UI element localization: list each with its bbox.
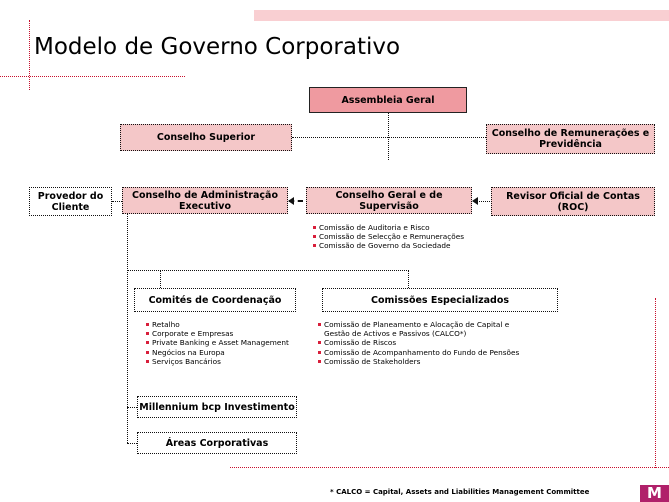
conselho-administracao-label: Conselho de Administração Executivo: [132, 189, 278, 212]
arrow-to-admin: [288, 197, 294, 205]
list-item: Retalho: [146, 320, 289, 329]
title-divider: [0, 76, 185, 77]
areas-corporativas-label: Áreas Corporativas: [165, 437, 269, 449]
millennium-investimento-box: Millennium bcp Investimento: [137, 396, 297, 418]
conselho-remuneracoes-box: Conselho de Remunerações e Previdência: [486, 124, 655, 154]
conselho-remuneracoes-label: Conselho de Remunerações e Previdência: [491, 128, 650, 150]
assembleia-geral-label: Assembleia Geral: [341, 94, 435, 106]
revisor-oficial-label: Revisor Oficial de Contas (ROC): [506, 190, 640, 213]
connector-admin-down: [127, 213, 128, 443]
list-item: Corporate e Empresas: [146, 329, 289, 338]
millennium-investimento-label: Millennium bcp Investimento: [139, 401, 295, 413]
list-item: Comissão de Governo da Sociedade: [313, 241, 464, 250]
list-item: Serviços Bancários: [146, 357, 289, 366]
list-item: Negócios na Europa: [146, 348, 289, 357]
page-title: Modelo de Governo Corporativo: [34, 34, 401, 60]
left-vertical-divider: [29, 20, 30, 90]
assembleia-geral-box: Assembleia Geral: [309, 87, 467, 113]
comissoes-especializados-label: Comissões Especializados: [370, 294, 509, 306]
comissoes-list: Comissão de Planeamento e Alocação de Ca…: [318, 320, 519, 366]
provedor-cliente-label: Provedor do Cliente: [37, 190, 104, 213]
conselho-geral-label: Conselho Geral e de Supervisão: [335, 189, 443, 212]
areas-corporativas-box: Áreas Corporativas: [137, 432, 297, 454]
list-item: Comissão de Acompanhamento do Fundo de P…: [318, 348, 519, 357]
right-vertical-divider: [655, 298, 656, 468]
connector-admin-geral: [289, 200, 303, 202]
comissoes-especializados-box: Comissões Especializados: [322, 288, 558, 312]
header-accent-bar: [254, 10, 669, 21]
list-item: Comissão de Planeamento e Alocação de Ca…: [318, 320, 519, 329]
conselho-geral-list: Comissão de Auditoria e Risco Comissão d…: [313, 223, 464, 251]
comites-coordenacao-box: Comités de Coordenação: [134, 288, 296, 312]
provedor-cliente-box: Provedor do Cliente: [29, 187, 112, 216]
millennium-logo-icon: M: [640, 485, 669, 502]
revisor-oficial-box: Revisor Oficial de Contas (ROC): [491, 187, 655, 216]
calco-footnote: * CALCO = Capital, Assets and Liabilitie…: [330, 488, 590, 496]
connector-to-comissoes: [408, 270, 409, 288]
list-item: Comissão de Auditoria e Risco: [313, 223, 464, 232]
connector-branch-top: [127, 270, 409, 271]
comites-list: Retalho Corporate e Empresas Private Ban…: [146, 320, 289, 366]
list-item: Comissão de Riscos: [318, 338, 519, 347]
connector-to-comites: [160, 270, 161, 288]
comites-coordenacao-label: Comités de Coordenação: [148, 294, 282, 306]
connector-to-millennium: [127, 407, 137, 408]
connector-to-areas: [127, 443, 137, 444]
conselho-administracao-box: Conselho de Administração Executivo: [122, 187, 288, 214]
conselho-superior-label: Conselho Superior: [156, 132, 256, 143]
conselho-superior-box: Conselho Superior: [120, 124, 292, 151]
connector-superior-remuneracoes: [292, 137, 486, 138]
list-item-continuation: Gestão de Activos e Passivos (CALCO*): [324, 329, 467, 339]
connector-assembleia-down: [388, 112, 389, 160]
footer-divider: [230, 467, 669, 468]
list-item: Comissão de Selecção e Remunerações: [313, 232, 464, 241]
list-item: Comissão de Stakeholders: [318, 357, 519, 366]
list-item: Private Banking e Asset Management: [146, 338, 289, 347]
arrow-to-geral: [472, 197, 478, 205]
conselho-geral-box: Conselho Geral e de Supervisão: [306, 187, 472, 214]
connector-revisor-geral: [476, 201, 490, 202]
connector-provedor-admin: [112, 201, 122, 202]
